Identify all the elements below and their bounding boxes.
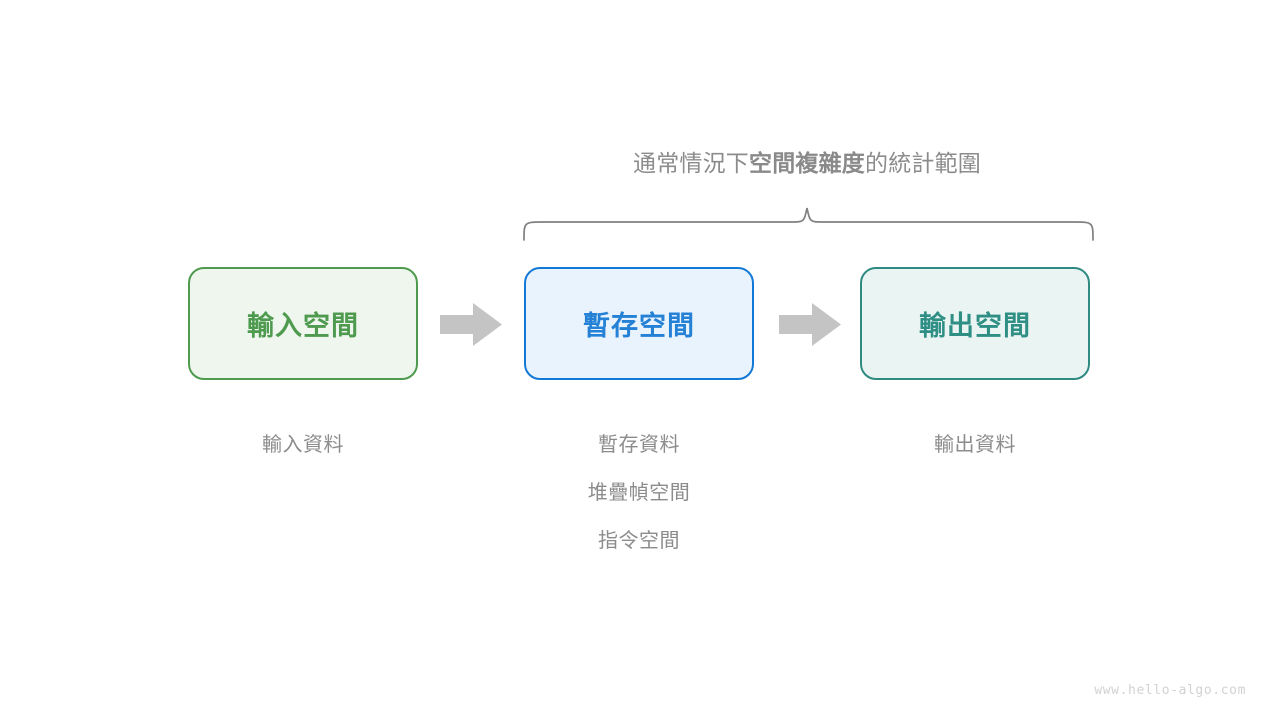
stage-box-input-label: 輸入空間 [247,311,359,341]
stage-box-input[interactable]: 輸入空間 [188,267,418,380]
arrow-input-to-temp [440,303,502,346]
watermark: www.hello-algo.com [1094,683,1246,698]
scope-brace [510,195,1110,255]
scope-title-prefix: 通常情況下 [633,150,749,176]
stage-box-output[interactable]: 輸出空間 [860,267,1090,380]
caption-temp-0: 暫存資料 [598,434,680,456]
stage-box-temp[interactable]: 暫存空間 [524,267,754,380]
right-arrow-icon [779,303,841,346]
caption-temp-1: 堆疊幀空間 [587,482,691,504]
caption-input-0: 輸入資料 [262,434,344,456]
scope-title: 通常情況下空間複雜度的統計範圍 [507,146,1107,180]
curly-brace-icon [523,207,1094,241]
scope-title-suffix: 的統計範圍 [865,150,981,176]
stage-box-temp-label: 暫存空間 [583,311,695,341]
caption-group-output: 輸出資料 [825,421,1125,469]
caption-group-input: 輸入資料 [153,421,453,469]
arrow-temp-to-output [779,303,841,346]
caption-group-temp: 暫存資料 堆疊幀空間 指令空間 [489,421,789,565]
caption-output-0: 輸出資料 [934,434,1016,456]
scope-title-emphasis: 空間複雜度 [749,150,865,176]
right-arrow-icon [440,303,502,346]
stage-box-output-label: 輸出空間 [919,311,1031,341]
caption-temp-2: 指令空間 [598,530,680,552]
